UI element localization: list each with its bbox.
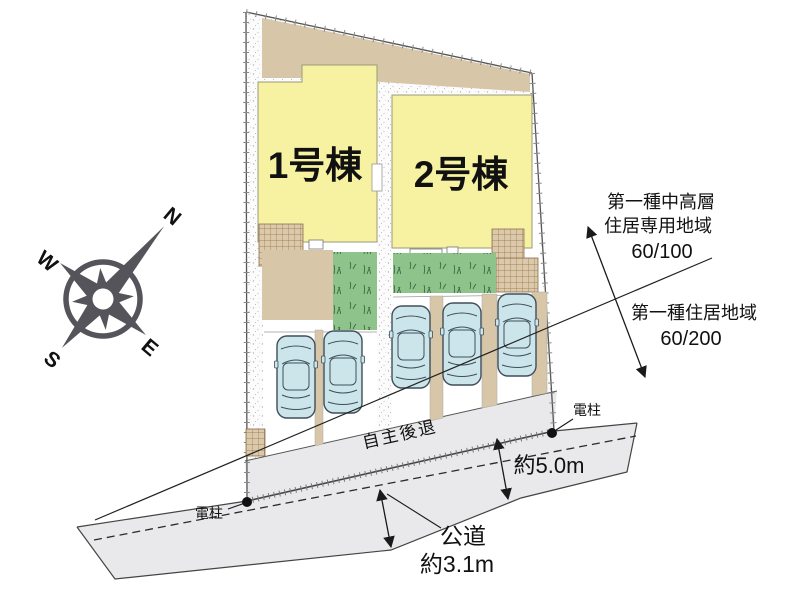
building-2 (391, 94, 533, 249)
setback-top-edge (244, 390, 558, 462)
pole-left-pointer (227, 502, 246, 510)
top-left-tan-area (262, 18, 307, 78)
compass-rose: N S W E (32, 203, 185, 374)
building-1-entrance-step (308, 239, 324, 250)
lot2-parking-divider-2 (481, 293, 498, 409)
car-1 (273, 335, 319, 419)
zoning-zone1-text: 第一種中高層 住居専用地域 60/100 (604, 192, 715, 263)
car-4 (439, 302, 485, 386)
lot2-parking-divider-1 (429, 295, 444, 422)
pole-right-pointer (555, 418, 574, 431)
zone1-name-line2: 住居専用地域 (604, 216, 712, 236)
lot1-garden-grass (333, 252, 377, 330)
road-near-edge-left (76, 500, 248, 528)
compass-label-n: N (159, 203, 185, 230)
utility-pole-right-label: 電柱 (573, 402, 601, 418)
road-width-arrow-3-1m (376, 488, 395, 549)
compass-label-w: W (32, 246, 62, 276)
utility-pole-left-label: 電柱 (195, 505, 223, 521)
building-1-wall-notch (371, 163, 383, 192)
lot1-patio (262, 250, 333, 320)
building-2-deck (491, 228, 525, 262)
lot1-parking-divider (314, 329, 324, 447)
lot2-side-deck (495, 257, 539, 293)
road-far-edge (76, 422, 638, 580)
building-1-label: 1号棟 (268, 145, 364, 186)
car-2 (320, 330, 366, 414)
setback-strip (245, 391, 557, 501)
compass-label-e: E (137, 334, 163, 361)
road-width-5m-label: 約5.0m (514, 453, 585, 478)
public-road-pointer-line (386, 493, 442, 529)
site-boundary (243, 9, 557, 504)
road-centerline-dashed (93, 435, 637, 541)
zone1-ratio: 60/100 (631, 241, 692, 263)
car-3 (388, 305, 434, 389)
utility-pole-left-dot (242, 497, 252, 507)
zone2-name: 第一種住居地域 (631, 303, 757, 323)
zone1-name-line1: 第一種中高層 (607, 192, 715, 212)
road-near-edge-right (553, 422, 638, 432)
compass-needle-north (104, 226, 165, 296)
zoning-double-arrow (586, 225, 647, 379)
zone2-ratio: 60/200 (660, 328, 721, 350)
public-road-label: 公道 (440, 523, 486, 549)
compass-label-s: S (39, 347, 65, 374)
building-2-label: 2号棟 (414, 154, 510, 195)
zoning-zone2-text: 第一種住居地域 60/200 (631, 303, 757, 350)
building-1 (257, 64, 383, 243)
lot2-garden-grass (393, 253, 496, 293)
public-road-width-label: 約3.1m (420, 551, 494, 577)
road-width-arrow-5m (493, 437, 512, 501)
utility-pole-right-dot (547, 428, 557, 438)
